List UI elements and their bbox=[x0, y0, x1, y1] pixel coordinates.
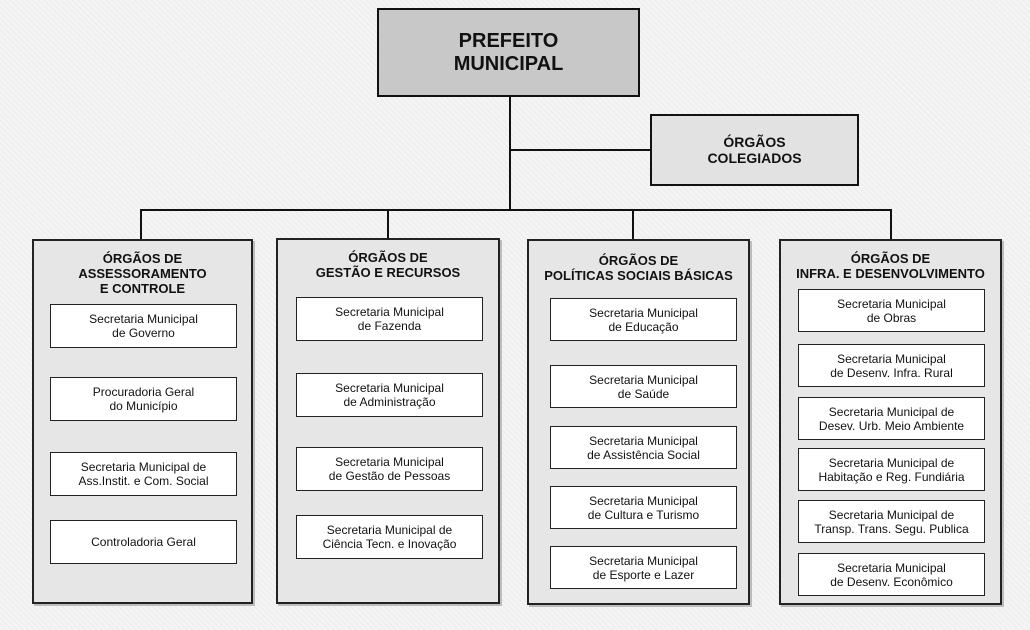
item-secretaria-esporte-lazer: Secretaria Municipal de Esporte e Lazer bbox=[550, 546, 737, 589]
item-secretaria-transp-trans: Secretaria Municipal de Transp. Trans. S… bbox=[798, 500, 985, 543]
connector-drop-group-1 bbox=[140, 209, 142, 240]
item-secretaria-assistencia-social: Secretaria Municipal de Assistência Soci… bbox=[550, 426, 737, 469]
item-secretaria-cultura-turismo: Secretaria Municipal de Cultura e Turism… bbox=[550, 486, 737, 529]
item-secretaria-ciencia-tecn: Secretaria Municipal de Ciência Tecn. e … bbox=[296, 515, 483, 559]
item-secretaria-saude: Secretaria Municipal de Saúde bbox=[550, 365, 737, 408]
item-secretaria-educacao: Secretaria Municipal de Educação bbox=[550, 298, 737, 341]
connector-drop-group-4 bbox=[890, 209, 892, 240]
item-secretaria-ass-instit: Secretaria Municipal de Ass.Instit. e Co… bbox=[50, 452, 237, 496]
group-title: ÓRGÃOS DE GESTÃO E RECURSOS bbox=[315, 250, 461, 280]
group-title: ÓRGÃOS DE POLÍTICAS SOCIAIS BÁSICAS bbox=[544, 253, 733, 283]
item-secretaria-habitacao: Secretaria Municipal de Habitação e Reg.… bbox=[798, 448, 985, 491]
group-assessoramento-controle: ÓRGÃOS DE ASSESSORAMENTO E CONTROLE Secr… bbox=[32, 239, 253, 604]
item-procuradoria-geral: Procuradoria Geral do Município bbox=[50, 377, 237, 421]
group-politicas-sociais: ÓRGÃOS DE POLÍTICAS SOCIAIS BÁSICAS Secr… bbox=[527, 239, 750, 605]
connector-horizontal-bus bbox=[140, 209, 892, 211]
group-title: ÓRGÃOS DE ASSESSORAMENTO E CONTROLE bbox=[78, 251, 207, 296]
connector-colegiados bbox=[510, 149, 651, 151]
connector-drop-group-2 bbox=[387, 209, 389, 239]
item-secretaria-fazenda: Secretaria Municipal de Fazenda bbox=[296, 297, 483, 341]
item-secretaria-infra-rural: Secretaria Municipal de Desenv. Infra. R… bbox=[798, 344, 985, 387]
item-controladoria-geral: Controladoria Geral bbox=[50, 520, 237, 564]
group-gestao-recursos: ÓRGÃOS DE GESTÃO E RECURSOS Secretaria M… bbox=[276, 238, 500, 604]
connector-main-vertical bbox=[509, 96, 511, 210]
item-secretaria-obras: Secretaria Municipal de Obras bbox=[798, 289, 985, 332]
item-secretaria-administracao: Secretaria Municipal de Administração bbox=[296, 373, 483, 417]
item-secretaria-gestao-pessoas: Secretaria Municipal de Gestão de Pessoa… bbox=[296, 447, 483, 491]
item-secretaria-desenv-economico: Secretaria Municipal de Desenv. Econômic… bbox=[798, 553, 985, 596]
prefeito-municipal-box: PREFEITO MUNICIPAL bbox=[377, 8, 640, 97]
group-infra-desenvolvimento: ÓRGÃOS DE INFRA. E DESENVOLVIMENTO Secre… bbox=[779, 239, 1002, 605]
connector-drop-group-3 bbox=[632, 209, 634, 240]
item-secretaria-governo: Secretaria Municipal de Governo bbox=[50, 304, 237, 348]
item-secretaria-urb-meio-ambiente: Secretaria Municipal de Desev. Urb. Meio… bbox=[798, 397, 985, 440]
group-title: ÓRGÃOS DE INFRA. E DESENVOLVIMENTO bbox=[796, 251, 985, 281]
orgaos-colegiados-box: ÓRGÃOS COLEGIADOS bbox=[650, 114, 859, 186]
